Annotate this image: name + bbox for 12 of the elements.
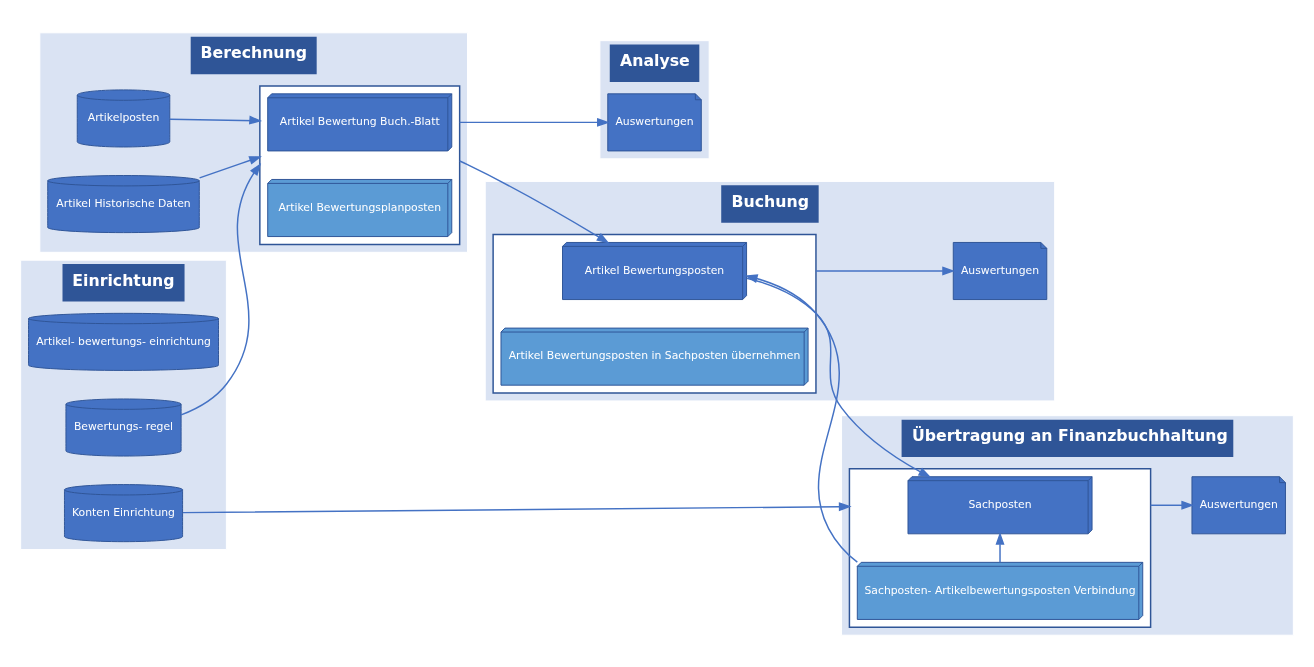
arrow bbox=[180, 162, 262, 416]
arrow bbox=[182, 501, 852, 513]
arrow bbox=[458, 117, 610, 127]
arrow bbox=[815, 266, 956, 275]
arrow bbox=[995, 531, 1005, 563]
arrow bbox=[458, 159, 610, 243]
arrow bbox=[746, 276, 932, 478]
arrow bbox=[169, 115, 263, 125]
cluster bbox=[259, 84, 461, 245]
arrow bbox=[198, 155, 262, 179]
arrow bbox=[744, 273, 859, 563]
arrow bbox=[1149, 500, 1195, 510]
